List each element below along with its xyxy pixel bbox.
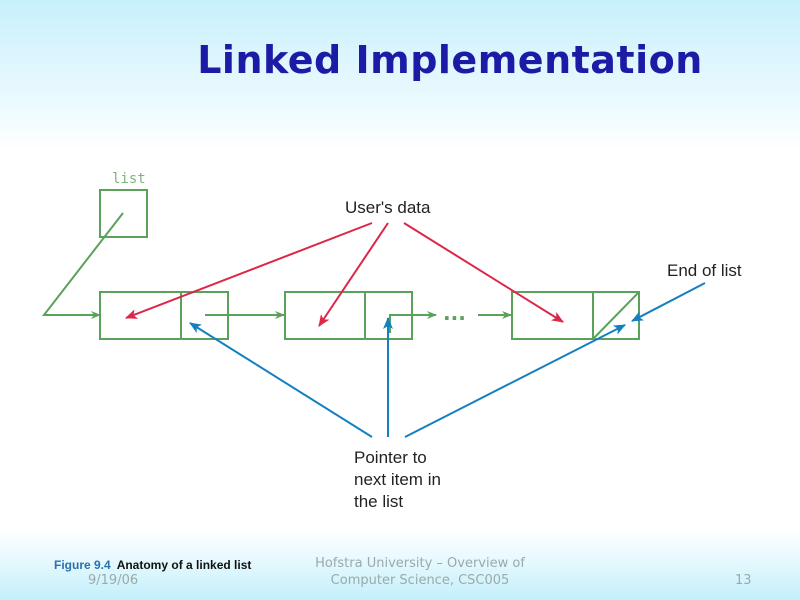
- page-number: 13: [735, 573, 752, 588]
- caption-text: Anatomy of a linked list: [116, 558, 252, 572]
- footer-date: 9/19/06: [88, 573, 139, 588]
- ellipsis: ...: [443, 301, 466, 325]
- slide-title: Linked Implementation: [197, 38, 703, 82]
- end-of-list-arrow: [631, 282, 706, 322]
- list-label: list: [112, 171, 146, 187]
- users-data-label: User's data: [345, 198, 431, 217]
- pointer-label-line-3: the list: [354, 492, 403, 511]
- pointer-label-line-1: Pointer to: [354, 448, 427, 467]
- pointer-arrow-3: [404, 324, 626, 438]
- head-pointer-arrow: [41, 212, 124, 319]
- data-arrow-3: [403, 222, 564, 323]
- footer-center: Hofstra University – Overview of Compute…: [290, 555, 550, 589]
- end-of-list-label: End of list: [667, 261, 742, 280]
- pointer-label-line-2: next item in: [354, 470, 441, 489]
- pointer-arrow-1: [189, 322, 373, 438]
- caption-number: Figure 9.4: [54, 558, 111, 572]
- node-3: [511, 291, 640, 340]
- data-arrow-1: [125, 222, 373, 319]
- list-head-box: [99, 189, 148, 238]
- footer-line-2: Computer Science, CSC005: [330, 573, 510, 588]
- data-arrow-2: [318, 222, 389, 327]
- footer-line-1: Hofstra University – Overview of: [315, 556, 525, 571]
- figure-caption: Figure 9.4 Anatomy of a linked list: [54, 558, 251, 572]
